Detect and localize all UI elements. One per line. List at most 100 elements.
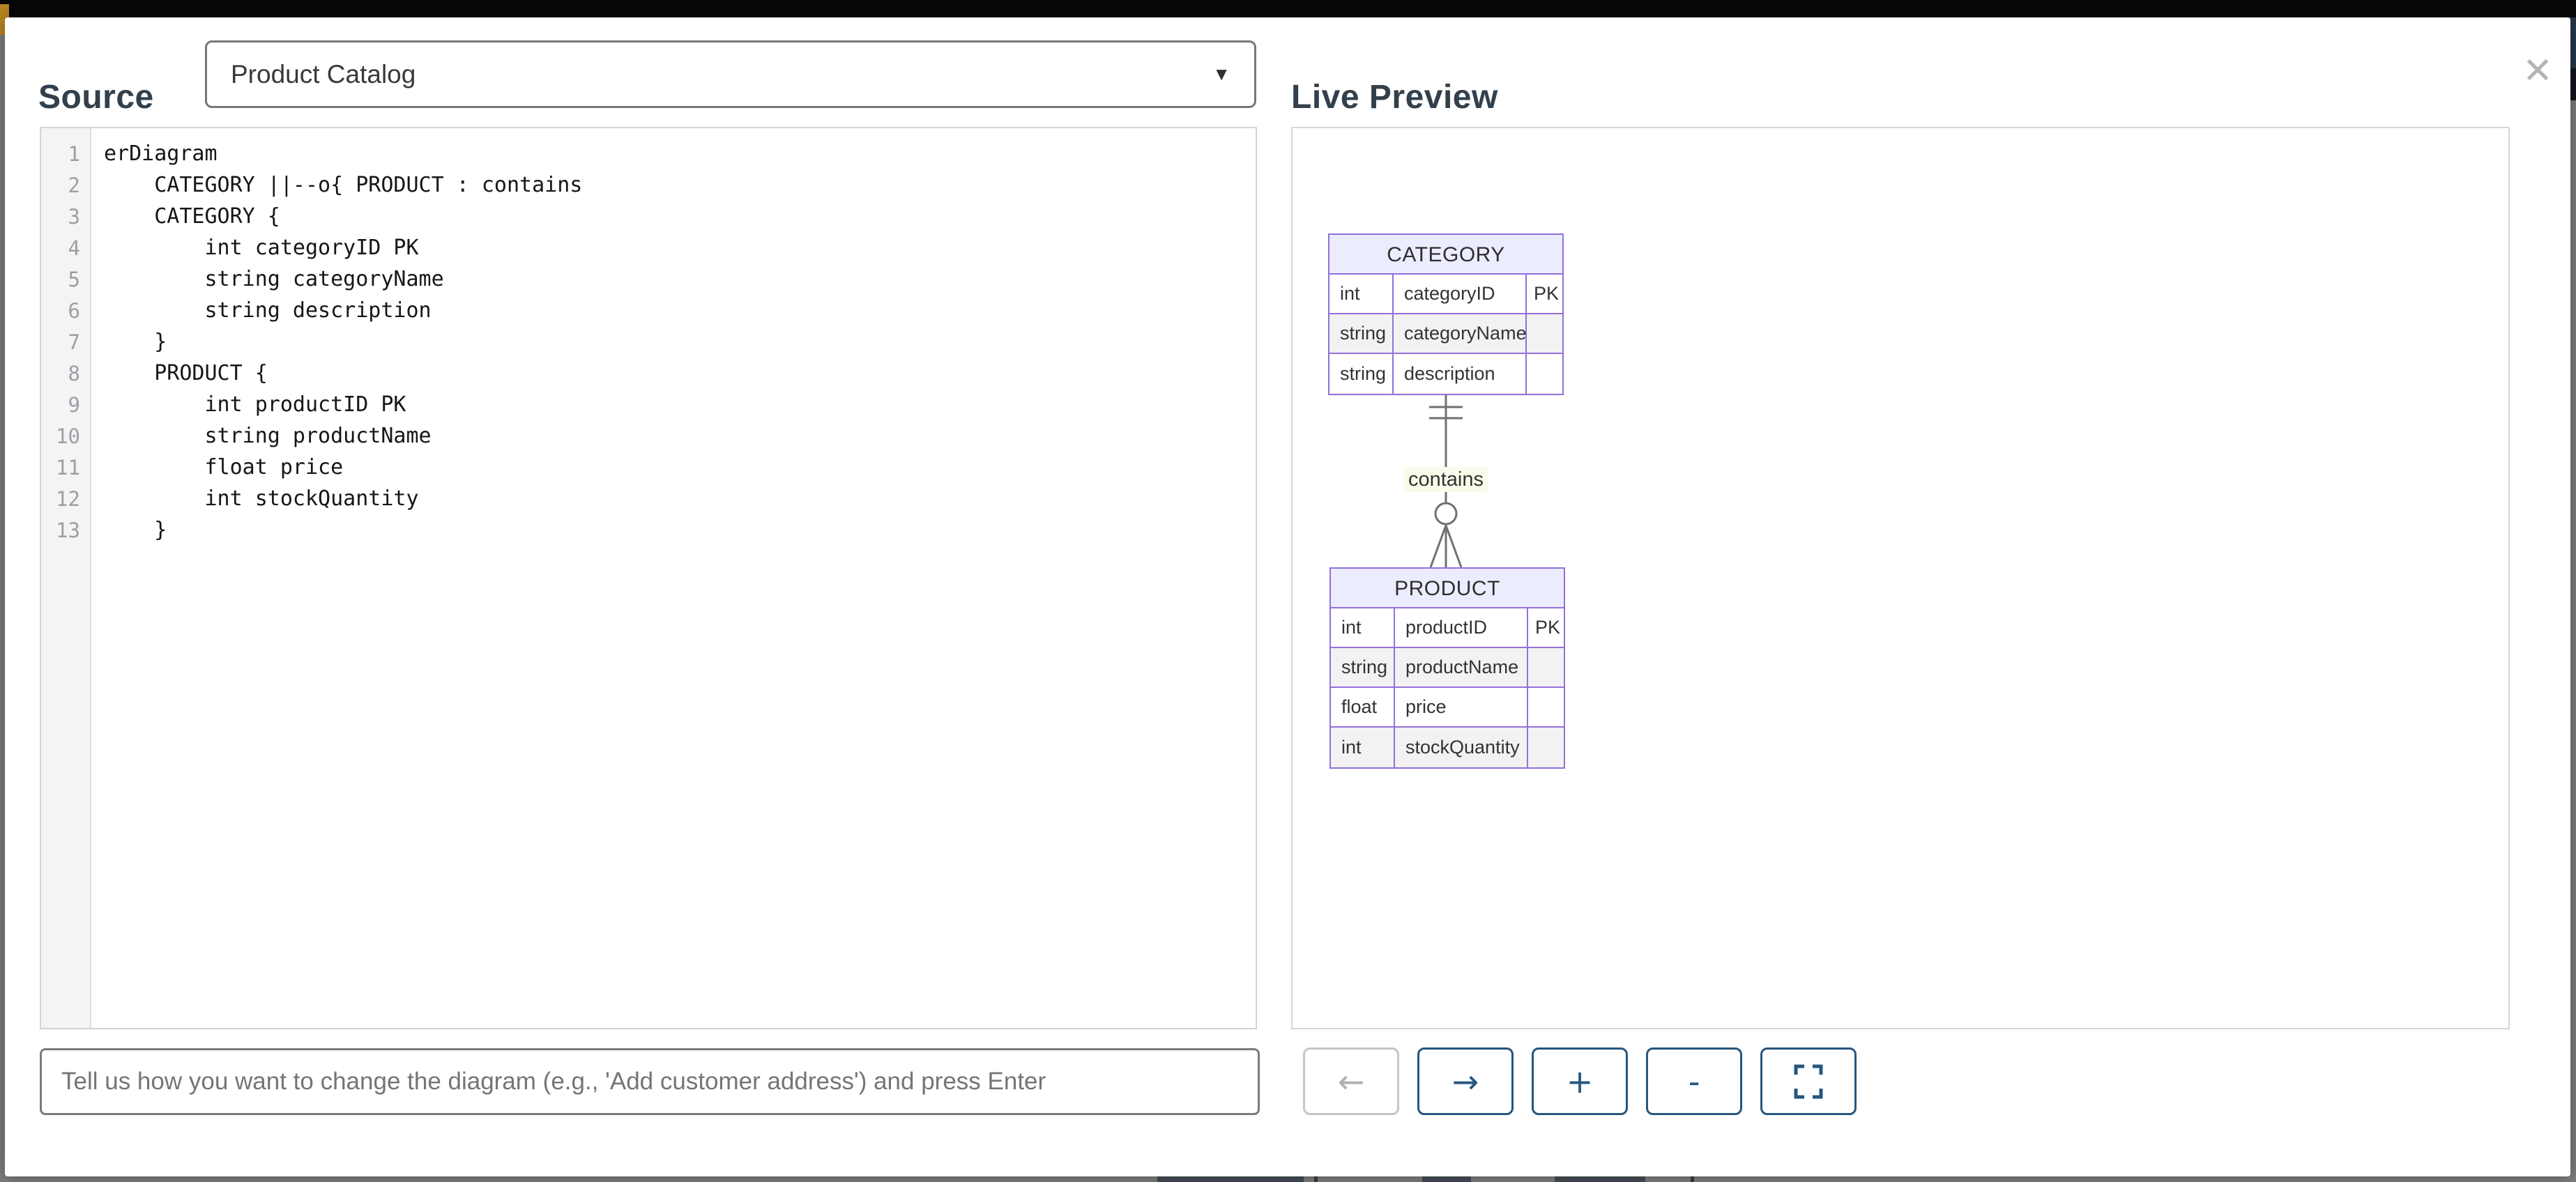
code-text: string categoryName <box>104 267 444 291</box>
redo-icon: → <box>1451 1062 1479 1100</box>
code-text: string description <box>104 298 432 323</box>
code-text: } <box>104 330 167 354</box>
attribute-key <box>1527 314 1562 353</box>
code-editor[interactable]: 1 erDiagram 2 CATEGORY ||--o{ PRODUCT : co… <box>40 127 1257 1029</box>
attribute-type: float <box>1331 688 1395 726</box>
obscured-divider <box>1314 1176 1318 1182</box>
zero-circle <box>1434 502 1458 525</box>
source-pane-title: Source <box>38 79 154 116</box>
line-number-gutter <box>41 128 91 1028</box>
background-top-bar <box>0 0 2576 17</box>
preview-pane-title: Live Preview <box>1291 79 1498 116</box>
code-text: } <box>104 518 167 542</box>
chevron-down-icon: ▼ <box>1212 63 1230 84</box>
attribute-name: productID <box>1395 608 1528 647</box>
diagram-select-value: Product Catalog <box>231 59 416 89</box>
undo-icon: ← <box>1337 1062 1365 1100</box>
code-line[interactable]: 10 string productName <box>41 420 1256 452</box>
code-lines: 1 erDiagram 2 CATEGORY ||--o{ PRODUCT : co… <box>41 128 1256 546</box>
code-line[interactable]: 13 } <box>41 514 1256 546</box>
code-text: int productID PK <box>104 392 406 417</box>
code-line[interactable]: 1 erDiagram <box>41 138 1256 169</box>
code-text: CATEGORY { <box>104 204 280 229</box>
code-text: string productName <box>104 424 432 448</box>
obscured-divider <box>1691 1176 1694 1182</box>
undo-button: ← <box>1303 1047 1399 1115</box>
zoom-out-icon: - <box>1688 1062 1700 1100</box>
diagram-editor-modal: Source Product Catalog ▼ 1 erDiagram 2 CAT… <box>5 17 2570 1176</box>
code-text: int stockQuantity <box>104 486 419 511</box>
code-line[interactable]: 6 string description <box>41 295 1256 326</box>
code-text: erDiagram <box>104 141 218 166</box>
attribute-key: PK <box>1527 275 1562 313</box>
background-right-edge-dark <box>2570 68 2576 100</box>
zoom-in-button[interactable]: + <box>1532 1047 1628 1115</box>
preview-toolbar: ← → + - <box>1303 1047 1857 1115</box>
entity-title: CATEGORY <box>1329 235 1562 275</box>
code-line[interactable]: 4 int categoryID PK <box>41 232 1256 263</box>
redo-button[interactable]: → <box>1417 1047 1514 1115</box>
obscured-page-content <box>0 1176 2576 1182</box>
close-icon[interactable]: ✕ <box>2513 47 2562 95</box>
line-number: 5 <box>68 267 80 291</box>
attribute-key <box>1528 648 1564 686</box>
diagram-select[interactable]: Product Catalog ▼ <box>205 40 1256 108</box>
code-line[interactable]: 3 CATEGORY { <box>41 201 1256 232</box>
obscured-text-remnant <box>1157 1176 1304 1182</box>
line-number: 8 <box>68 361 80 385</box>
code-text: CATEGORY ||--o{ PRODUCT : contains <box>104 173 583 197</box>
code-line[interactable]: 8 PRODUCT { <box>41 358 1256 389</box>
attribute-key <box>1527 354 1562 394</box>
fullscreen-icon <box>1794 1064 1823 1098</box>
attribute-key <box>1528 688 1564 726</box>
code-line[interactable]: 12 int stockQuantity <box>41 483 1256 514</box>
line-number: 11 <box>56 455 80 479</box>
code-text: int categoryID PK <box>104 236 419 260</box>
line-number: 12 <box>56 486 80 511</box>
ai-prompt-input[interactable] <box>40 1048 1260 1115</box>
attribute-name: price <box>1395 688 1528 726</box>
code-text: float price <box>104 455 344 479</box>
code-text: PRODUCT { <box>104 361 268 385</box>
code-line[interactable]: 5 string categoryName <box>41 263 1256 295</box>
attribute-type: int <box>1331 728 1395 767</box>
attribute-type: string <box>1329 314 1394 353</box>
line-number: 9 <box>68 392 80 417</box>
code-line[interactable]: 9 int productID PK <box>41 389 1256 420</box>
zoom-out-button[interactable]: - <box>1646 1047 1742 1115</box>
line-number: 6 <box>68 298 80 323</box>
fullscreen-button[interactable] <box>1760 1047 1857 1115</box>
code-line[interactable]: 7 } <box>41 326 1256 358</box>
code-line[interactable]: 2 CATEGORY ||--o{ PRODUCT : contains <box>41 169 1256 201</box>
line-number: 1 <box>68 141 80 166</box>
attribute-key <box>1528 728 1564 767</box>
attribute-type: int <box>1331 608 1395 647</box>
attribute-name: stockQuantity <box>1395 728 1528 767</box>
attribute-name: categoryName <box>1394 314 1527 353</box>
attribute-name: productName <box>1395 648 1528 686</box>
relationship-label: contains <box>1404 467 1488 492</box>
attribute-type: string <box>1329 354 1394 394</box>
zoom-in-icon: + <box>1566 1062 1594 1100</box>
attribute-key: PK <box>1528 608 1564 647</box>
entity-title: PRODUCT <box>1331 569 1564 608</box>
obscured-text-remnant <box>1422 1176 1471 1182</box>
attribute-type: string <box>1331 648 1395 686</box>
attribute-name: categoryID <box>1394 275 1527 313</box>
attribute-type: int <box>1329 275 1394 313</box>
line-number: 13 <box>56 518 80 542</box>
background-right-edge <box>2570 17 2576 68</box>
attribute-name: description <box>1394 354 1527 394</box>
line-number: 2 <box>68 173 80 197</box>
code-line[interactable]: 11 float price <box>41 452 1256 483</box>
obscured-text-remnant <box>1555 1176 1645 1182</box>
